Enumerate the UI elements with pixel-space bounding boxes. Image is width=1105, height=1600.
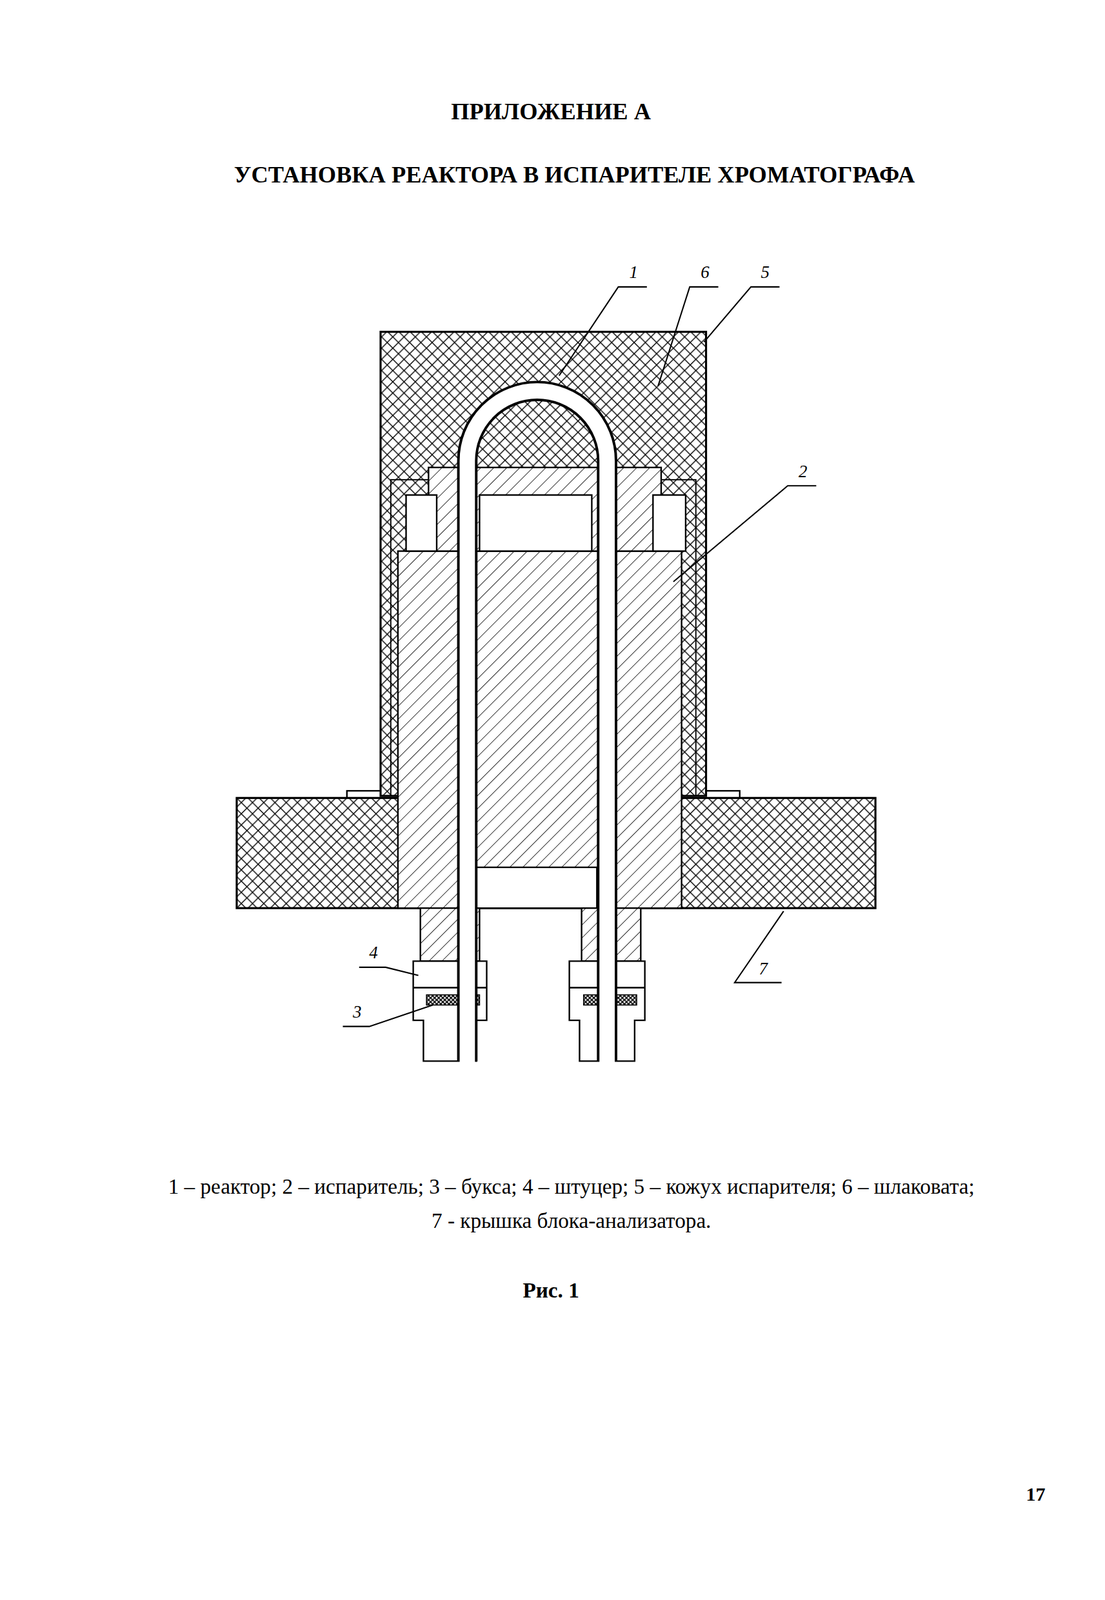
reactor-tube [467, 390, 608, 1064]
legend-caption: 1 – реактор; 2 – испаритель; 3 – букса; … [163, 1169, 980, 1238]
callout-number: 5 [761, 261, 770, 283]
evaporator-body [398, 467, 686, 962]
appendix-heading: ПРИЛОЖЕНИЕ А [450, 98, 651, 127]
callout-number: 6 [700, 261, 709, 283]
callout-number: 1 [629, 261, 638, 283]
callout-number: 4 [368, 942, 378, 964]
figure-number: Рис. 1 [522, 1277, 579, 1304]
leader-line [342, 287, 817, 1027]
figure-title: УСТАНОВКА РЕАКТОРА В ИСПАРИТЕЛЕ ХРОМАТОГ… [234, 161, 915, 190]
page-number: 17 [1025, 1483, 1046, 1507]
callout-number: 3 [352, 1001, 362, 1023]
callout-number: 2 [798, 461, 807, 482]
callout-number: 7 [758, 958, 767, 980]
